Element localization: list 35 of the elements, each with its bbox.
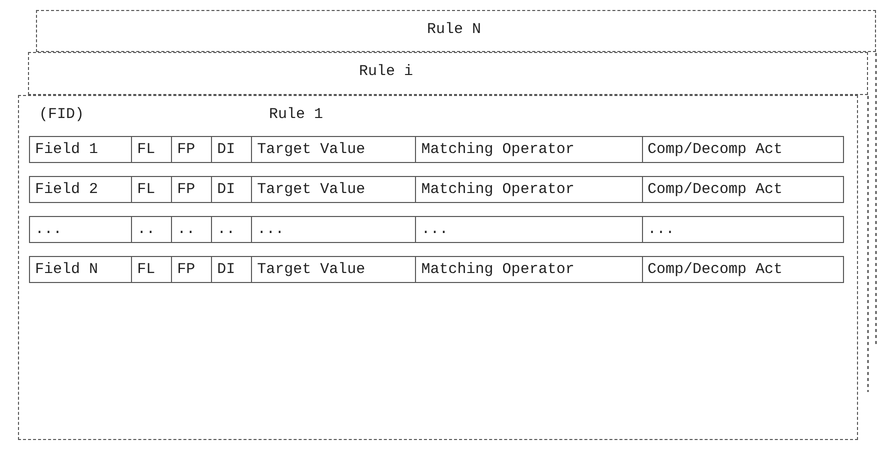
table-cell: Comp/Decomp Act <box>642 176 844 202</box>
table-cell: .. <box>172 216 212 242</box>
table-cell: DI <box>212 256 252 282</box>
table-cell: Field N <box>30 256 132 282</box>
table-cell: .. <box>132 216 172 242</box>
table-cell: FL <box>132 256 172 282</box>
table-cell: Matching Operator <box>416 256 642 282</box>
table-cell: .. <box>212 216 252 242</box>
rule-card <box>18 95 858 440</box>
table-cell: Target Value <box>252 256 416 282</box>
table-cell: Comp/Decomp Act <box>642 136 844 162</box>
table-cell: Field 1 <box>30 136 132 162</box>
rule-title: Rule i <box>359 63 414 80</box>
table-cell: ... <box>30 216 132 242</box>
table-cell: Matching Operator <box>416 136 642 162</box>
rule-card <box>36 10 876 52</box>
table-cell: ... <box>416 216 642 242</box>
table-cell: Matching Operator <box>416 176 642 202</box>
table-cell: DI <box>212 136 252 162</box>
table-cell: Field 2 <box>30 176 132 202</box>
table-cell: Comp/Decomp Act <box>642 256 844 282</box>
table-cell: DI <box>212 176 252 202</box>
table-cell: FP <box>172 256 212 282</box>
field-id-label: (FID) <box>39 106 84 123</box>
table-cell: ... <box>642 216 844 242</box>
table-cell: FP <box>172 176 212 202</box>
table-cell: ... <box>252 216 416 242</box>
rule-title: Rule N <box>427 21 482 38</box>
table-cell: Target Value <box>252 176 416 202</box>
table-cell: Target Value <box>252 136 416 162</box>
table-cell: FL <box>132 136 172 162</box>
rule-title: Rule 1 <box>269 106 324 123</box>
table-cell: FL <box>132 176 172 202</box>
rule-card <box>28 52 868 95</box>
table-cell: FP <box>172 136 212 162</box>
